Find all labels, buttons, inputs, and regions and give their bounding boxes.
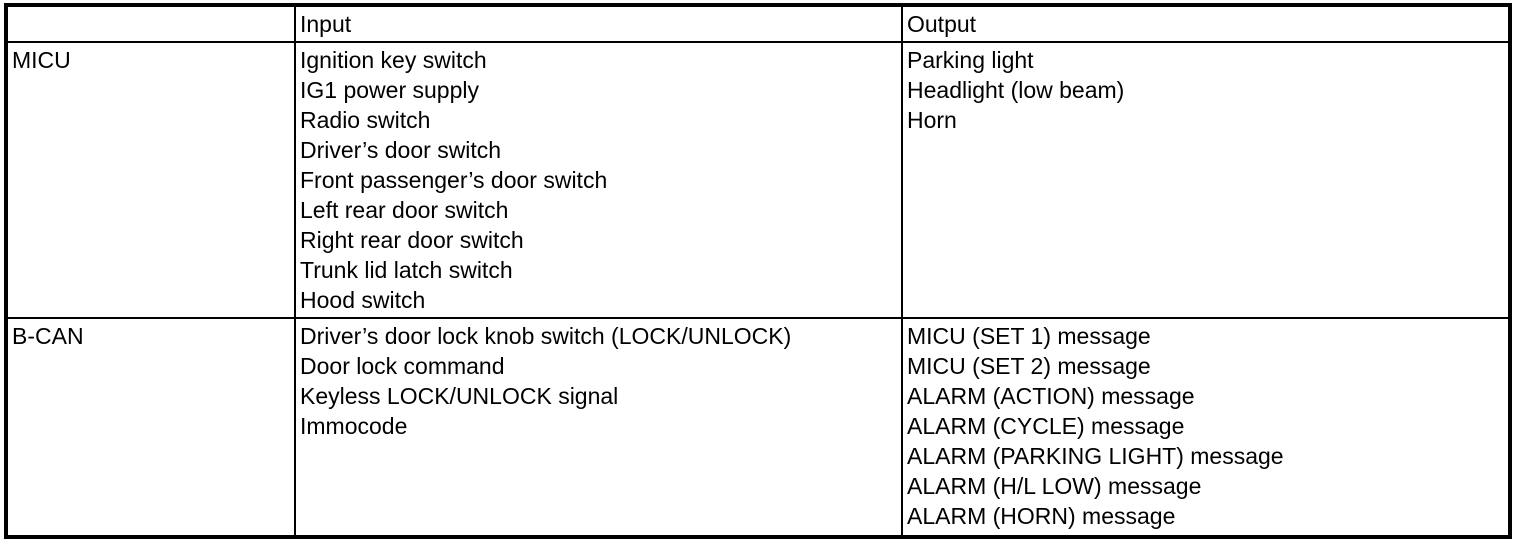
cell-line: Right rear door switch bbox=[300, 227, 524, 253]
unit-cell-micu: MICU bbox=[5, 41, 296, 319]
cell-line: MICU (SET 1) message bbox=[907, 323, 1151, 349]
cell-line: Keyless LOCK/UNLOCK signal bbox=[300, 383, 619, 409]
header-output-cell: Output bbox=[901, 4, 1511, 43]
header-input-cell: Input bbox=[294, 4, 903, 43]
table-row-bcan: B-CAN Driver’s door lock knob switch (LO… bbox=[5, 317, 1511, 538]
cell-line: ALARM (CYCLE) message bbox=[907, 413, 1185, 439]
input-cell-bcan: Driver’s door lock knob switch (LOCK/UNL… bbox=[294, 317, 903, 538]
cell-line: Horn bbox=[907, 107, 957, 133]
cell-line: Driver’s door switch bbox=[300, 137, 502, 163]
cell-line: Door lock command bbox=[300, 353, 505, 379]
cell-line: Immocode bbox=[300, 413, 408, 439]
cell-line: ALARM (H/L LOW) message bbox=[907, 473, 1202, 499]
cell-line: Hood switch bbox=[300, 287, 426, 313]
cell-line: IG1 power supply bbox=[300, 77, 479, 103]
header-unit-cell bbox=[5, 4, 296, 43]
cell-line: Headlight (low beam) bbox=[907, 77, 1125, 103]
cell-line: Parking light bbox=[907, 47, 1034, 73]
cell-line: ALARM (HORN) message bbox=[907, 503, 1176, 529]
cell-line: Radio switch bbox=[300, 107, 431, 133]
table-header-row: Input Output bbox=[5, 4, 1511, 43]
cell-line: Trunk lid latch switch bbox=[300, 257, 513, 283]
cell-line: Driver’s door lock knob switch (LOCK/UNL… bbox=[300, 323, 792, 349]
cell-line: Front passenger’s door switch bbox=[300, 167, 608, 193]
cell-line: MICU (SET 2) message bbox=[907, 353, 1151, 379]
cell-line: ALARM (ACTION) message bbox=[907, 383, 1195, 409]
cell-line: ALARM (PARKING LIGHT) message bbox=[907, 443, 1284, 469]
cell-line: Left rear door switch bbox=[300, 197, 509, 223]
unit-cell-bcan: B-CAN bbox=[5, 317, 296, 538]
cell-line: Ignition key switch bbox=[300, 47, 487, 73]
